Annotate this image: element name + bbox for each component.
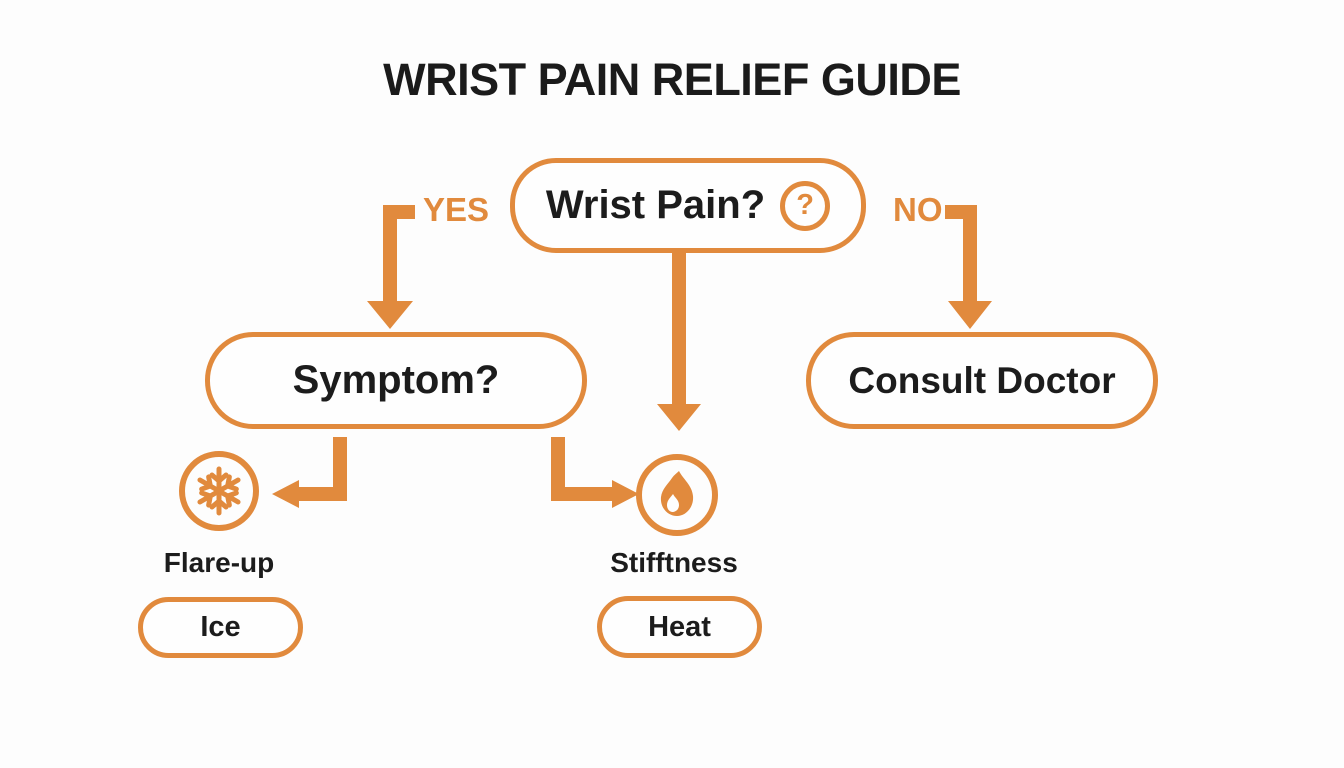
node-symptom-label: Symptom? [292,358,500,402]
node-wrist-pain-label: Wrist Pain? [545,183,766,227]
node-consult-doctor: Consult Doctor [806,332,1158,429]
node-heat-label: Heat [648,610,711,643]
no-arrow [945,205,992,329]
symptom-to-ice-arrow [272,437,347,508]
node-wrist-pain: Wrist Pain? ? [510,158,866,253]
symptom-to-heat-arrow [551,437,639,508]
pain-to-heat-arrow [657,252,701,431]
node-heat: Heat [597,596,762,658]
no-branch-label: NO [893,191,943,228]
node-ice-label: Ice [200,611,241,643]
yes-branch-label: YES [423,191,490,228]
yes-arrow [367,205,415,329]
flame-icon [636,454,718,536]
node-consult-doctor-label: Consult Doctor [848,359,1116,401]
node-symptom: Symptom? [205,332,587,429]
question-circle-icon: ? [780,180,831,231]
flare-up-label: Flare-up [163,547,275,578]
question-glyph: ? [796,189,814,221]
stiffness-label: Stifftness [610,547,738,578]
snowflake-icon [179,451,259,531]
page-title: WRIST PAIN RELIEF GUIDE [383,54,961,105]
node-ice: Ice [138,597,303,658]
